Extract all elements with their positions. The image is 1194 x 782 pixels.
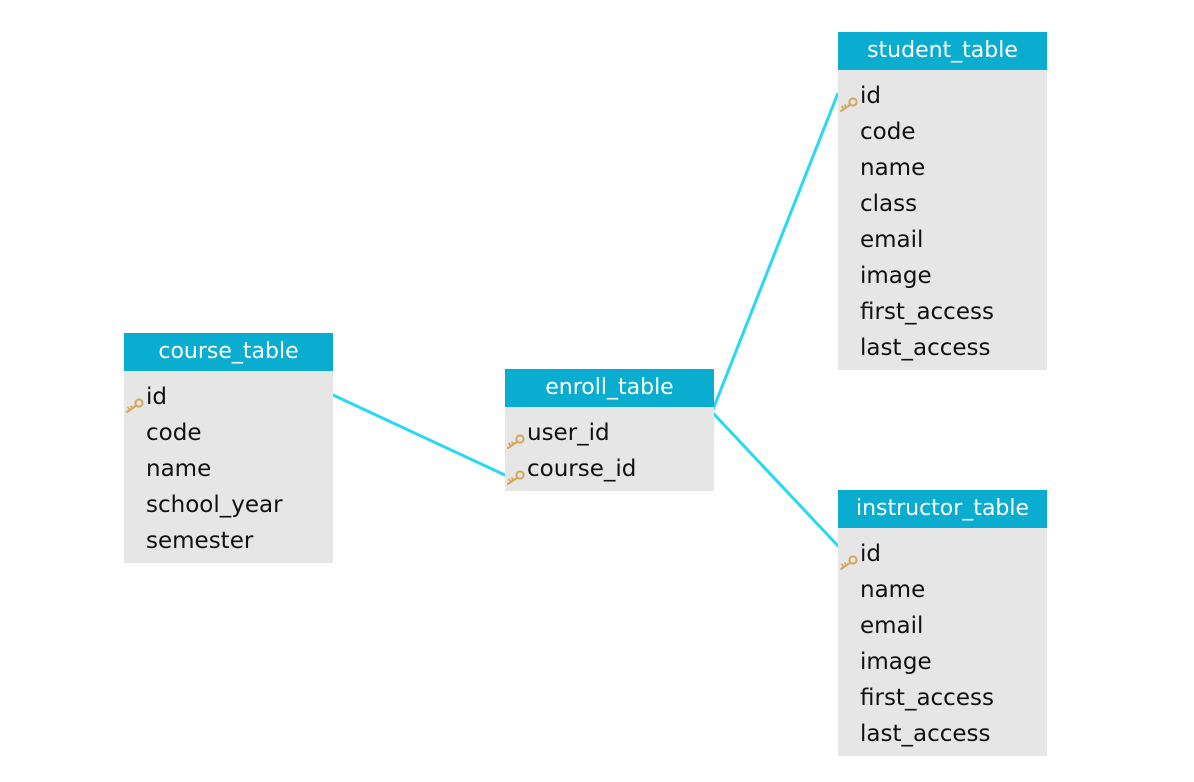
field-label: user_id	[527, 420, 610, 446]
field-label: name	[146, 456, 212, 482]
instructor-field-image[interactable]: image	[838, 644, 1047, 680]
course-field-semester[interactable]: semester	[124, 523, 333, 559]
field-label: code	[146, 420, 202, 446]
instructor-field-last-access[interactable]: last_access	[838, 716, 1047, 752]
key-icon	[506, 425, 525, 449]
key-icon	[125, 389, 144, 413]
course-field-school-year[interactable]: school_year	[124, 487, 333, 523]
field-label: course_id	[527, 456, 637, 482]
field-label: last_access	[860, 335, 991, 361]
course-field-name[interactable]: name	[124, 451, 333, 487]
field-label: id	[860, 541, 881, 567]
link-enroll-instructor[interactable]	[710, 410, 842, 550]
enroll-table[interactable]: enroll_table user_id course_id	[505, 369, 714, 491]
course-table-fields: id code name school_year semester	[124, 371, 333, 563]
student-field-image[interactable]: image	[838, 258, 1047, 294]
field-label: image	[860, 649, 932, 675]
instructor-field-first-access[interactable]: first_access	[838, 680, 1047, 716]
student-table[interactable]: student_table id code name class email image f…	[838, 32, 1047, 370]
student-table-title: student_table	[838, 32, 1047, 70]
field-label: name	[860, 577, 926, 603]
instructor-field-email[interactable]: email	[838, 608, 1047, 644]
key-icon	[839, 88, 858, 112]
field-label: id	[860, 83, 881, 109]
instructor-field-id[interactable]: id	[838, 536, 1047, 572]
field-label: code	[860, 119, 916, 145]
field-label: first_access	[860, 685, 994, 711]
instructor-field-name[interactable]: name	[838, 572, 1047, 608]
student-field-id[interactable]: id	[838, 78, 1047, 114]
instructor-table[interactable]: instructor_table id name email image first_a…	[838, 490, 1047, 756]
field-label: class	[860, 191, 918, 217]
key-icon	[839, 546, 858, 570]
instructor-table-title: instructor_table	[838, 490, 1047, 528]
key-icon	[506, 461, 525, 485]
field-label: last_access	[860, 721, 991, 747]
course-field-code[interactable]: code	[124, 415, 333, 451]
link-enroll-student[interactable]	[710, 92, 840, 413]
course-table-title: course_table	[124, 333, 333, 371]
instructor-table-fields: id name email image first_access last_access	[838, 528, 1047, 756]
enroll-table-fields: user_id course_id	[505, 407, 714, 491]
student-field-code[interactable]: code	[838, 114, 1047, 150]
student-field-name[interactable]: name	[838, 150, 1047, 186]
field-label: first_access	[860, 299, 994, 325]
field-label: school_year	[146, 492, 283, 518]
enroll-field-user-id[interactable]: user_id	[505, 415, 714, 451]
field-label: semester	[146, 528, 254, 554]
student-field-last-access[interactable]: last_access	[838, 330, 1047, 366]
field-label: email	[860, 227, 924, 253]
student-field-first-access[interactable]: first_access	[838, 294, 1047, 330]
course-field-id[interactable]: id	[124, 379, 333, 415]
student-field-class[interactable]: class	[838, 186, 1047, 222]
link-course-enroll[interactable]	[332, 393, 508, 478]
student-field-email[interactable]: email	[838, 222, 1047, 258]
field-label: name	[860, 155, 926, 181]
enroll-field-course-id[interactable]: course_id	[505, 451, 714, 487]
field-label: id	[146, 384, 167, 410]
enroll-table-title: enroll_table	[505, 369, 714, 407]
field-label: email	[860, 613, 924, 639]
field-label: image	[860, 263, 932, 289]
